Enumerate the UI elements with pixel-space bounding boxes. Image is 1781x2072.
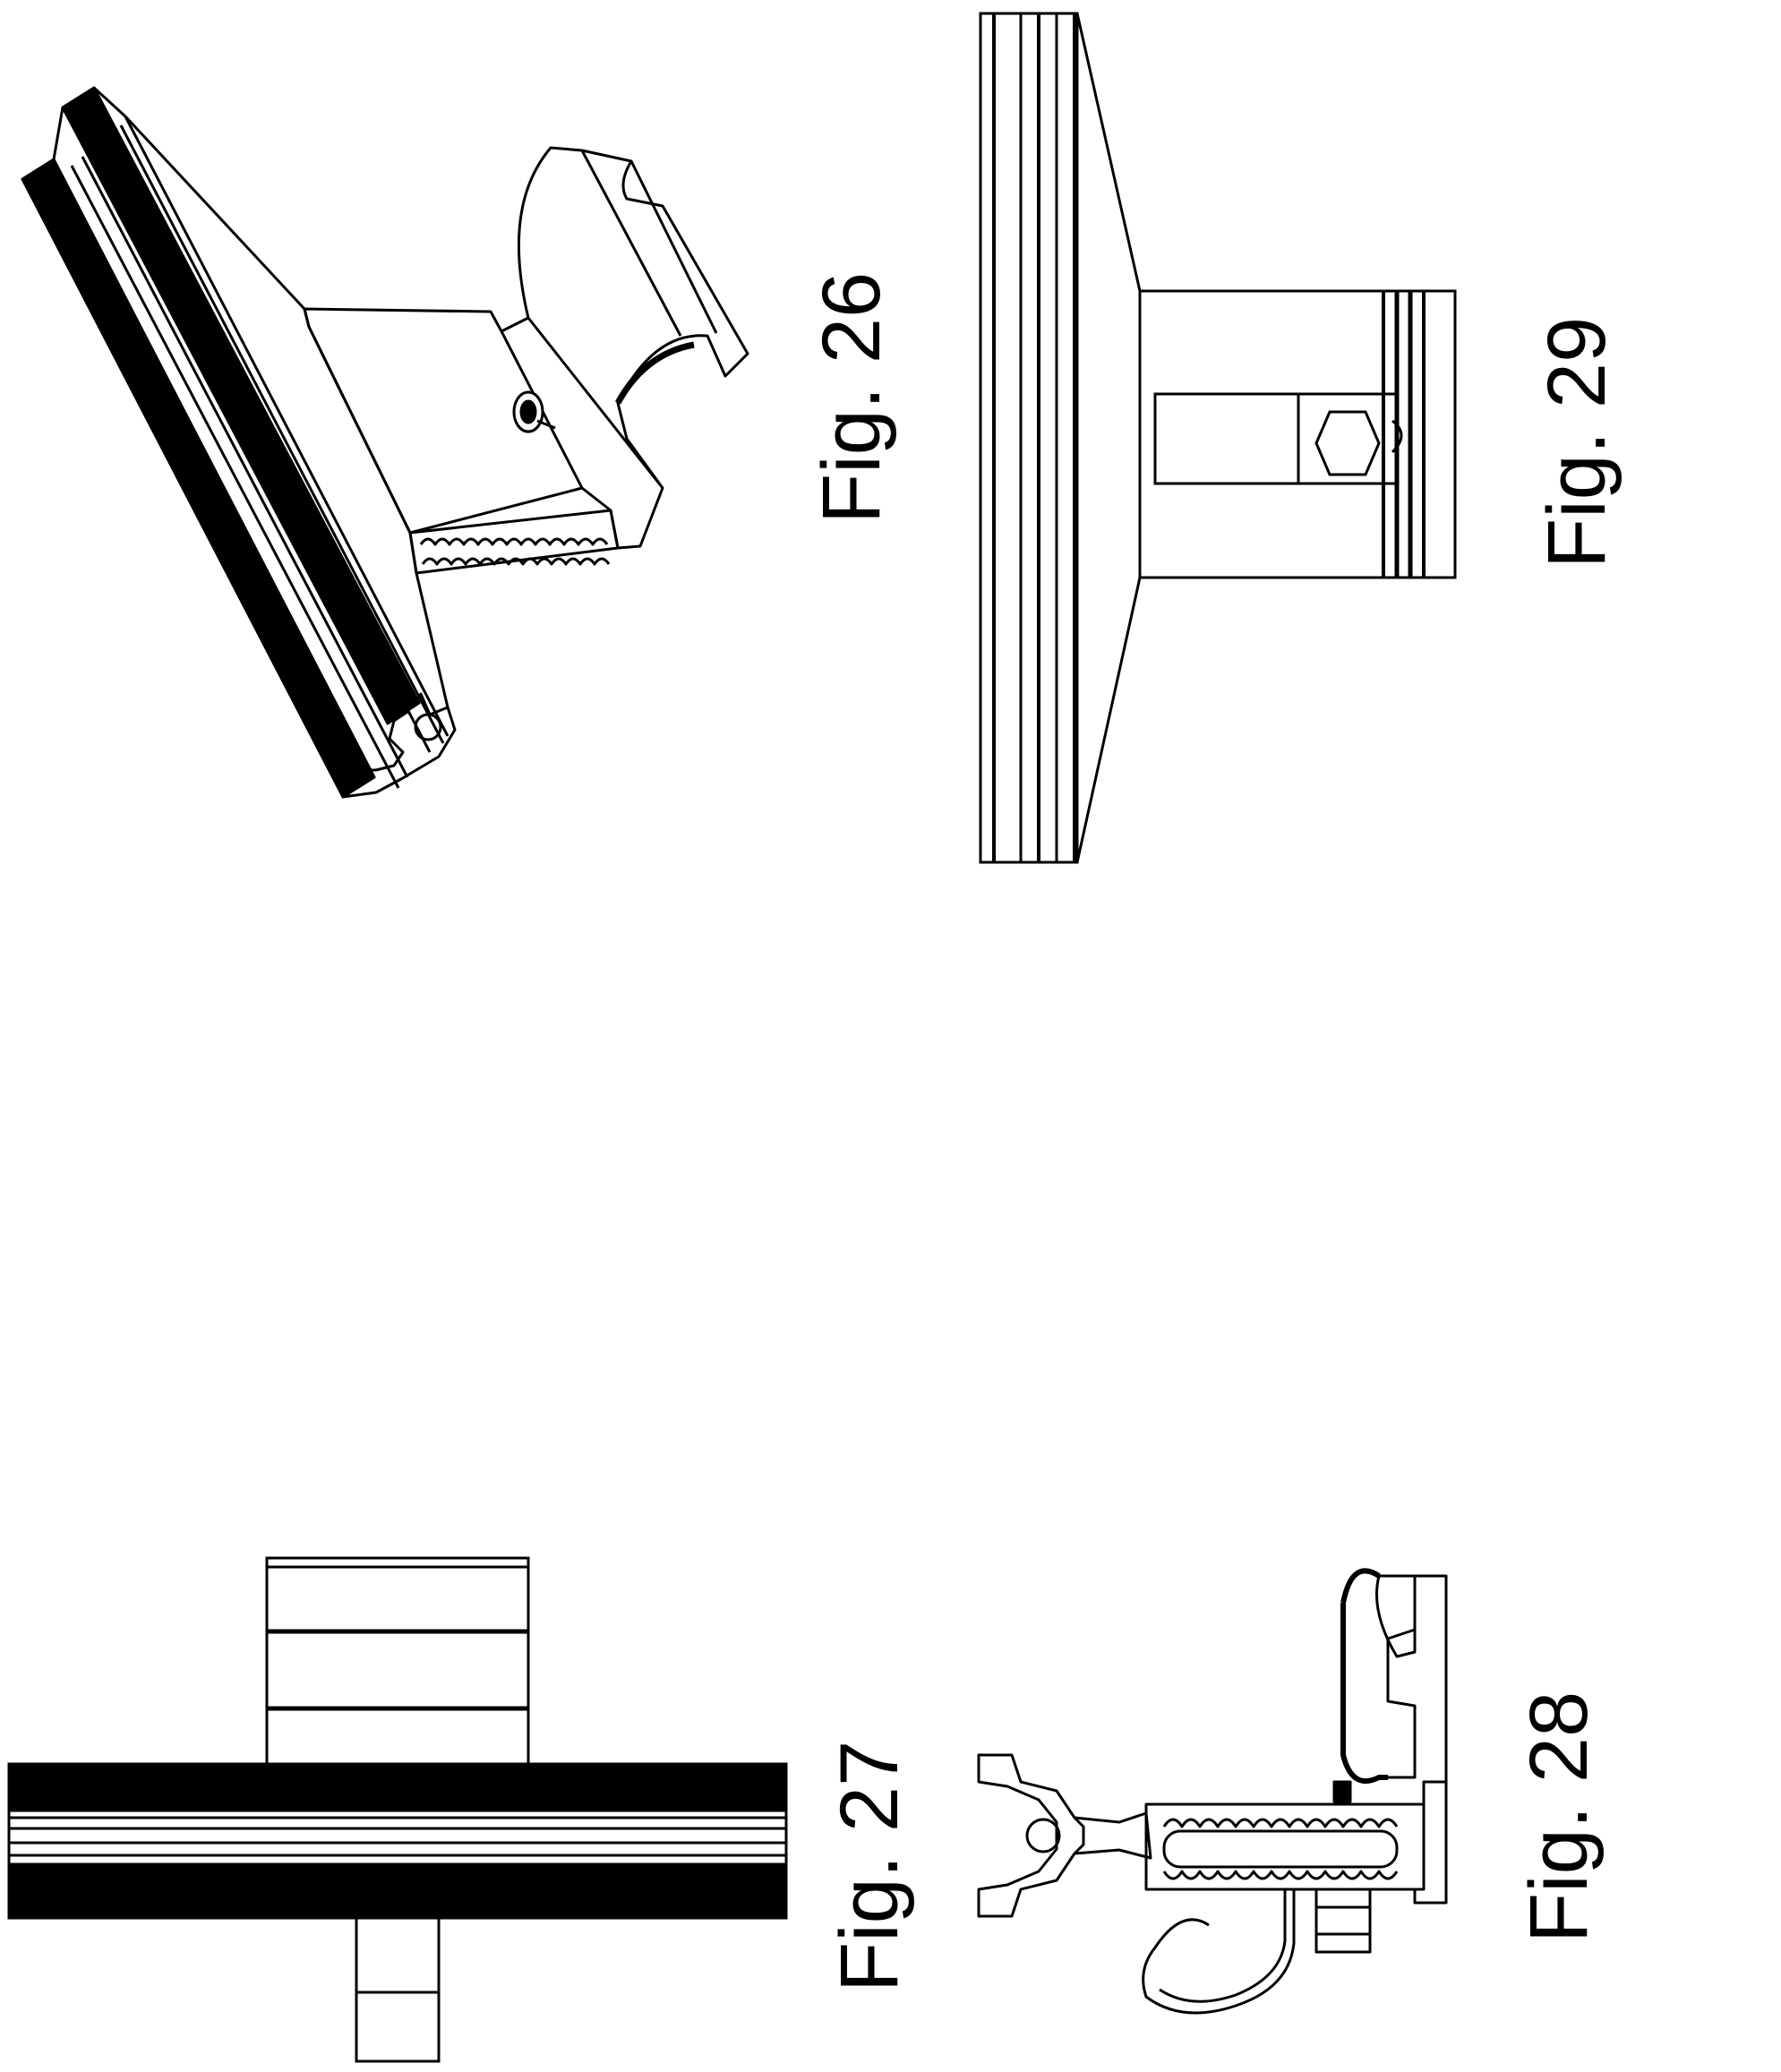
fig-29-label: Fig. 29 [1536, 317, 1618, 569]
fig-27-label: Fig. 27 [828, 1741, 911, 1992]
fig-28-label: Fig. 28 [1518, 1691, 1600, 1943]
t-slot-head [979, 1755, 1083, 1916]
fig-26-label: Fig. 26 [810, 272, 893, 524]
hex-nut [1316, 1889, 1370, 1952]
curved-saddle-profile [1343, 1571, 1388, 1781]
